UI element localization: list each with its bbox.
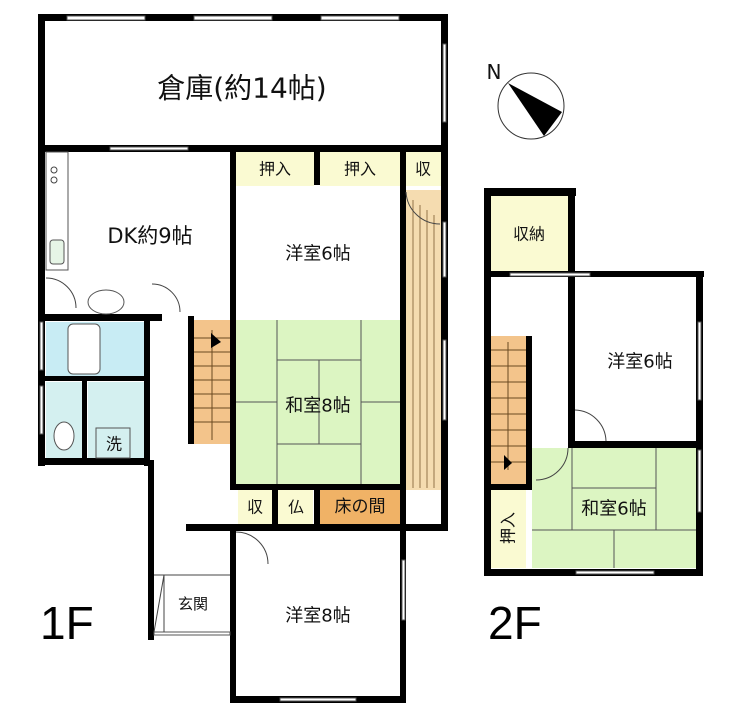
stove-burner-icon (50, 176, 58, 184)
label-dk: DK約9帖 (107, 224, 192, 248)
closet-oshiire-2 (320, 152, 400, 186)
tatami-lines-1f (236, 320, 401, 488)
window (109, 146, 189, 151)
label-western-6: 洋室6帖 (285, 244, 350, 265)
stairs-up-arrow-icon (211, 333, 221, 348)
closet-oshiire-2f (490, 490, 526, 568)
door-swing (574, 409, 607, 442)
window (442, 339, 447, 421)
stove-burner-icon (50, 166, 58, 174)
window (279, 697, 357, 702)
label-warehouse: 倉庫(約14帖) (157, 72, 326, 105)
label-tokonoma: 床の間 (335, 497, 386, 517)
washing-machine-icon (95, 427, 131, 459)
laundry-room (88, 382, 144, 458)
window (442, 221, 447, 278)
veranda-boards (412, 200, 435, 488)
window (39, 385, 44, 435)
window (697, 321, 702, 401)
stairs-1f-treads (194, 330, 230, 440)
room-warehouse (40, 18, 445, 146)
door-swing (405, 191, 441, 225)
washbasin-icon (87, 289, 125, 315)
label-storage-2f: 収納 (513, 225, 545, 244)
floor-2f: 収納 洋室6帖 和室6帖 押入 (484, 188, 704, 576)
window (401, 559, 406, 621)
closet-oshiire-1 (236, 152, 314, 186)
compass: N (487, 60, 565, 140)
door-swing (535, 447, 569, 481)
window (575, 570, 655, 575)
floor-label-2f: 2F (488, 597, 542, 649)
sink-icon (49, 239, 65, 265)
compass-north-label: N (487, 60, 502, 84)
bathtub-icon (67, 323, 101, 375)
window (509, 272, 591, 277)
window (66, 15, 146, 21)
label-entrance: 玄関 (178, 595, 208, 613)
door-swing (151, 283, 181, 313)
window (442, 43, 447, 123)
label-shu-top: 収 (415, 160, 431, 179)
floor-label-1f: 1F (40, 597, 94, 649)
label-western-6-2f: 洋室6帖 (607, 352, 672, 373)
label-japanese-6: 和室6帖 (581, 499, 646, 520)
closet-shu-top (406, 152, 442, 186)
floor-1f: 倉庫(約14帖) DK約9帖 洋室6帖 和室8帖 洋室8帖 押入 押入 収 収 … (38, 14, 448, 703)
label-western-8: 洋室8帖 (285, 606, 350, 627)
closet-shu-bottom (238, 490, 272, 525)
veranda-engawa (406, 190, 442, 490)
label-shu-bottom: 収 (247, 498, 263, 517)
north-arrow-icon (508, 83, 562, 136)
butsuma (278, 490, 313, 525)
entrance-door (153, 631, 231, 636)
label-japanese-8: 和室8帖 (285, 396, 350, 417)
label-oshiire-2: 押入 (344, 160, 376, 179)
label-butsuma: 仏 (288, 498, 304, 517)
toilet-icon (53, 421, 75, 451)
door-swing (235, 531, 269, 565)
label-oshiire-1: 押入 (259, 160, 291, 179)
door-swing (45, 277, 77, 309)
tatami-lines-2f (532, 448, 696, 568)
label-laundry: 洗 (106, 435, 122, 454)
window (320, 15, 400, 21)
label-oshiire-2f: 押入 (499, 512, 518, 544)
window (193, 15, 273, 21)
window (39, 321, 44, 371)
room-storage-2f (490, 196, 568, 272)
tokonoma (320, 490, 400, 525)
window (697, 449, 702, 513)
stairs-down-arrow-icon (504, 455, 512, 470)
